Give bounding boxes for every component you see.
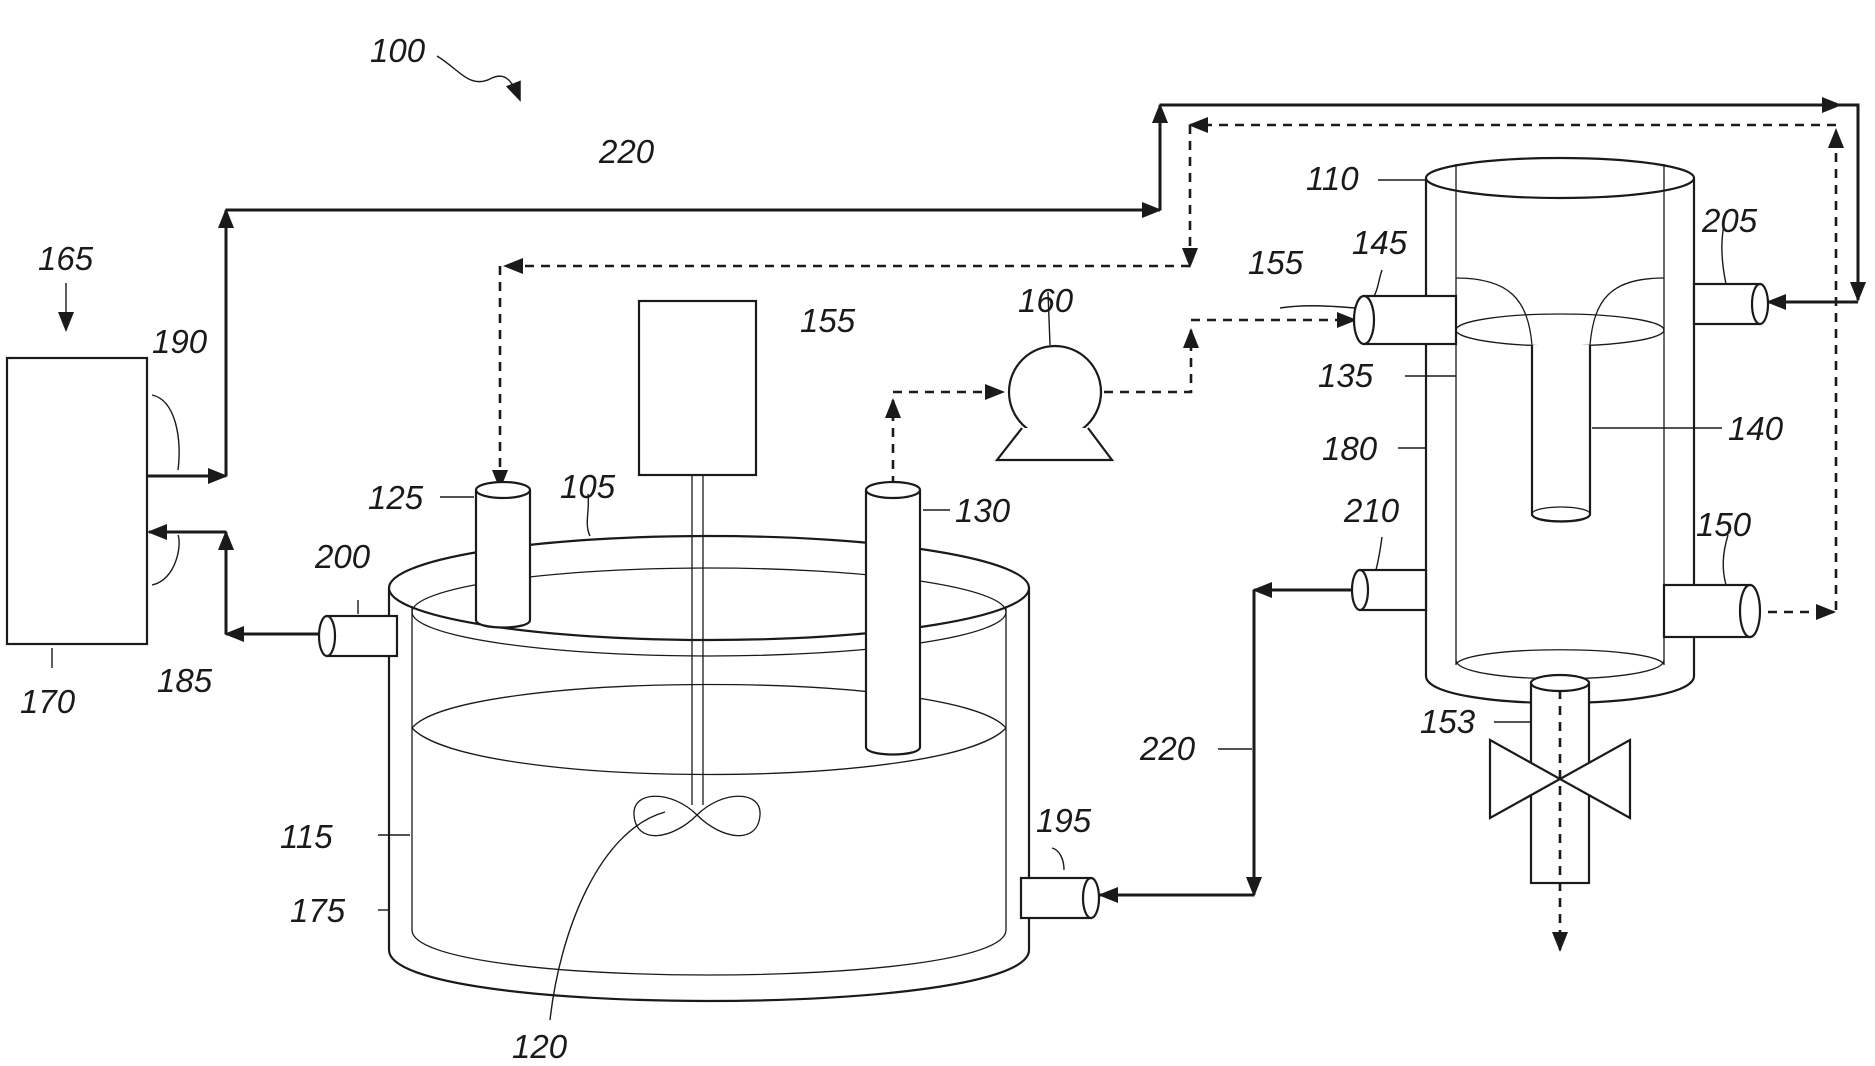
separator-inlet-port (1354, 296, 1456, 344)
label-150: 150 (1696, 506, 1752, 543)
label-115: 115 (280, 818, 333, 855)
label-165: 165 (38, 240, 94, 277)
reactor-outlet-port (866, 482, 920, 755)
separator-bottom-valve (1490, 675, 1630, 950)
lower-fluid-line (1100, 590, 1354, 895)
reactor-jacket-outlet (319, 616, 397, 656)
label-220-lower: 220 (1139, 730, 1196, 767)
label-175: 175 (290, 892, 346, 929)
return-line (149, 532, 320, 634)
process-line-to-pump (893, 320, 1355, 485)
label-170: 170 (20, 683, 76, 720)
label-110: 110 (1306, 160, 1359, 197)
agitator-motor (639, 301, 756, 475)
label-155-right: 155 (1248, 244, 1304, 281)
label-120: 120 (512, 1028, 568, 1065)
label-210: 210 (1343, 492, 1400, 529)
separator-jacket-port-lower (1352, 570, 1426, 610)
label-155-upper: 155 (800, 302, 856, 339)
separator-outlet-port (1664, 585, 1760, 637)
label-205: 205 (1701, 202, 1758, 239)
label-195: 195 (1036, 802, 1092, 839)
label-153: 153 (1420, 703, 1476, 740)
label-185: 185 (157, 662, 213, 699)
label-135: 135 (1318, 357, 1374, 394)
separator-vessel (1426, 158, 1694, 703)
label-200: 200 (314, 538, 371, 575)
label-180: 180 (1322, 430, 1378, 467)
label-125: 125 (368, 479, 424, 516)
reactor-jacket-inlet (1021, 878, 1099, 918)
label-145: 145 (1352, 224, 1408, 261)
label-190: 190 (152, 323, 208, 360)
label-220-upper: 220 (598, 133, 655, 170)
label-140: 140 (1728, 410, 1784, 447)
label-130: 130 (955, 492, 1011, 529)
label-100: 100 (370, 32, 426, 69)
reactor-inlet-port (476, 482, 530, 628)
separator-jacket-port-upper (1694, 284, 1768, 324)
temperature-control-unit (7, 358, 147, 644)
label-105: 105 (560, 468, 616, 505)
label-160: 160 (1018, 282, 1074, 319)
pump (997, 346, 1112, 460)
